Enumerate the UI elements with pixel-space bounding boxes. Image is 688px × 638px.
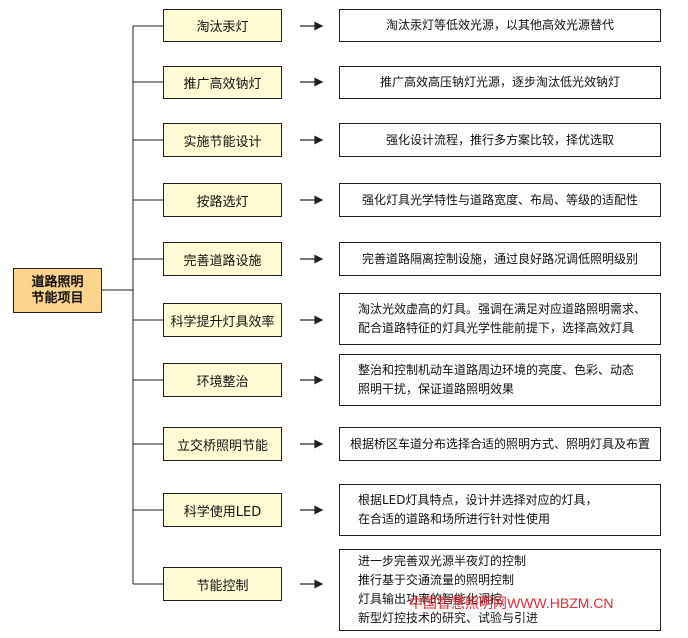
description-box: 进一步完善双光源半夜灯的控制 推行基于交通流量的照明控制 灯具输出功率的智能化调… (339, 549, 661, 631)
category-box: 完善道路设施 (163, 242, 282, 276)
category-box: 节能控制 (163, 567, 282, 601)
description-box: 强化灯具光学特性与道路宽度、布局、等级的适配性 (339, 183, 661, 217)
category-box: 科学提升灯具效率 (163, 303, 282, 337)
description-box: 完善道路隔离控制设施，通过良好路况调低照明级别 (339, 242, 661, 276)
description-box: 根据LED灯具特点，设计并选择对应的灯具， 在合适的道路和场所进行针对性使用 (339, 484, 661, 536)
description-box: 淘汰汞灯等低效光源，以其他高效光源替代 (339, 9, 661, 42)
description-box: 淘汰光效虚高的灯具。强调在满足对应道路照明需求、 配合道路特征的灯具光学性能前提… (339, 293, 661, 345)
watermark-text: 中国智慧照明网WWW.HBZM.CN (409, 595, 614, 611)
category-box: 实施节能设计 (163, 123, 282, 157)
description-box: 根据桥区车道分布选择合适的照明方式、照明灯具及布置 (339, 427, 661, 461)
description-box: 整治和控制机动车道路周边环境的亮度、色彩、动态 照明干扰，保证道路照明效果 (339, 354, 661, 406)
description-box: 强化设计流程，推行多方案比较，择优选取 (339, 123, 661, 157)
category-box: 按路选灯 (163, 183, 282, 217)
description-box: 推广高效高压钠灯光源，逐步淘汰低光效钠灯 (339, 66, 661, 99)
category-box: 立交桥照明节能 (163, 427, 282, 461)
category-box: 科学使用LED (163, 493, 282, 527)
category-box: 推广高效钠灯 (163, 66, 282, 99)
category-box: 淘汰汞灯 (163, 9, 282, 42)
root-node: 道路照明 节能项目 (13, 268, 102, 313)
category-box: 环境整治 (163, 363, 282, 397)
